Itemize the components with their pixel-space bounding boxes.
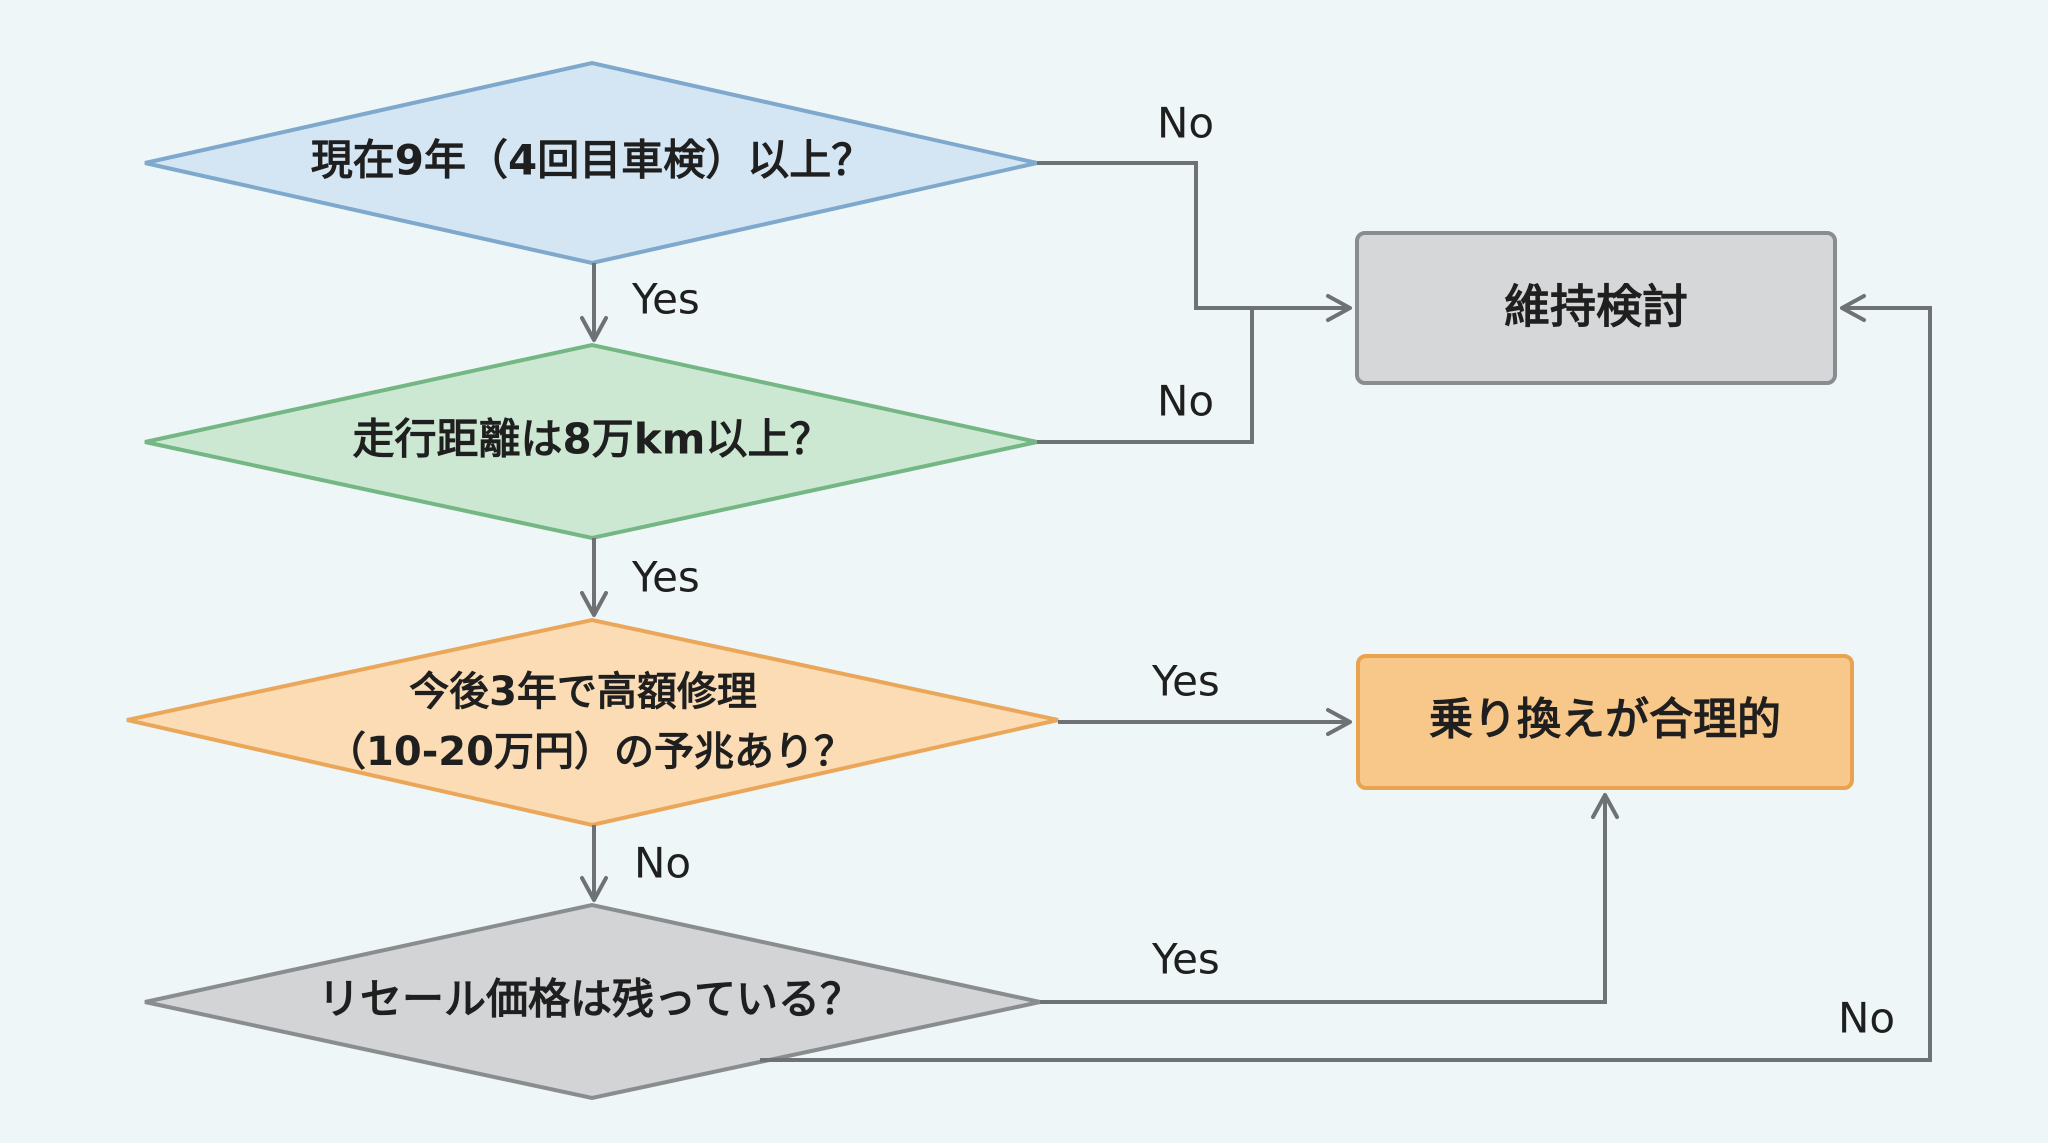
- outcome-keep: 維持検討: [1355, 231, 1837, 385]
- edge-repair-yes-label: Yes: [1151, 657, 1220, 706]
- edge-age-no-arrowhead: [1326, 294, 1352, 322]
- edge-age-no: [1037, 161, 1350, 310]
- decision-mileage-label: 走行距離は8万km以上？: [353, 415, 832, 464]
- edge-resale-yes-label: Yes: [1151, 935, 1220, 984]
- edge-mileage-yes-label: Yes: [631, 553, 700, 602]
- edge-repair-no-arrowhead: [580, 876, 608, 902]
- edge-mileage-no: [1037, 308, 1254, 444]
- edge-repair-no-label: No: [634, 839, 691, 888]
- decision-resale: リセール価格は残っている？: [144, 902, 1041, 1101]
- edge-resale-yes: [1040, 795, 1607, 1004]
- decision-repair-label-line1: 今後3年で高額修理: [409, 669, 757, 715]
- edge-resale-no-label: No: [1838, 994, 1895, 1043]
- edge-mileage-no-label: No: [1157, 377, 1214, 426]
- decision-repair-shape: [126, 617, 1059, 828]
- edge-resale-no-arrowhead: [1840, 294, 1866, 322]
- edge-repair-yes-arrowhead: [1326, 708, 1352, 736]
- outcome-replace-label: 乗り換えが合理的: [1429, 694, 1781, 745]
- decision-age-label: 現在9年（4回目車検）以上？: [311, 136, 873, 185]
- decision-resale-label: リセール価格は残っている？: [318, 975, 862, 1024]
- outcome-replace-box: [1356, 654, 1854, 790]
- edge-age-no-label: No: [1157, 99, 1214, 148]
- outcome-keep-label: 維持検討: [1504, 280, 1688, 334]
- decision-age: 現在9年（4回目車検）以上？: [144, 60, 1038, 266]
- decision-repair: 今後3年で高額修理 （10-20万円）の予兆あり？: [126, 617, 1059, 828]
- edge-resale-no: [760, 306, 1932, 1062]
- outcome-replace: 乗り換えが合理的: [1356, 654, 1854, 790]
- edge-resale-yes-arrowhead: [1591, 793, 1619, 819]
- edge-age-yes-arrowhead: [580, 316, 608, 342]
- decision-repair-label-line2: （10-20万円）の予兆あり？: [326, 729, 854, 775]
- decision-mileage: 走行距離は8万km以上？: [144, 342, 1038, 541]
- edge-mileage-yes-arrowhead: [580, 591, 608, 617]
- edge-age-yes-label: Yes: [631, 275, 700, 324]
- outcome-keep-box: [1355, 231, 1837, 385]
